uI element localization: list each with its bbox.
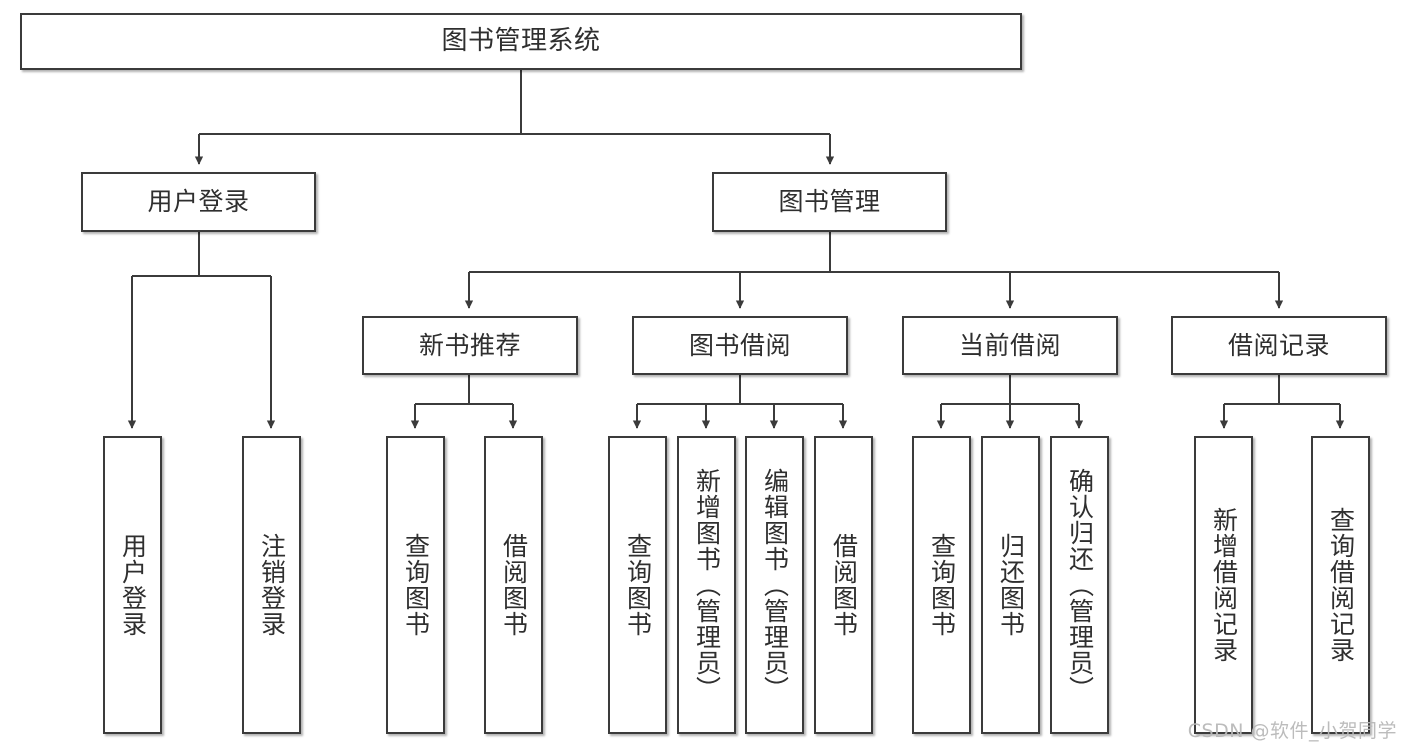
node-root-label: 图书管理系统: [441, 26, 601, 57]
node-new-book-recommend[interactable]: 新书推荐: [362, 316, 578, 375]
node-leaf-user-login-label: 用户登录: [118, 533, 148, 637]
node-current-borrow[interactable]: 当前借阅: [902, 316, 1118, 375]
node-leaf-borrow-book-1[interactable]: 借阅图书: [484, 436, 543, 734]
node-book-manage-label: 图书管理: [778, 187, 881, 217]
node-leaf-edit-book-label: 编辑图书（管理员）: [760, 468, 790, 702]
node-current-borrow-label: 当前借阅: [958, 330, 1061, 360]
node-leaf-confirm-return-label: 确认归还（管理员）: [1065, 468, 1095, 702]
node-leaf-logout-login[interactable]: 注销登录: [242, 436, 301, 734]
node-borrow-record[interactable]: 借阅记录: [1171, 316, 1387, 375]
node-leaf-query-book-3[interactable]: 查询图书: [912, 436, 971, 734]
node-leaf-query-book-1-label: 查询图书: [401, 533, 431, 637]
watermark: CSDN @软件_小贺同学: [1187, 720, 1397, 742]
node-leaf-borrow-book-2[interactable]: 借阅图书: [814, 436, 873, 734]
node-leaf-borrow-book-2-label: 借阅图书: [829, 533, 859, 637]
node-leaf-borrow-book-1-label: 借阅图书: [499, 533, 529, 637]
node-leaf-return-book[interactable]: 归还图书: [981, 436, 1040, 734]
node-book-borrow-label: 图书借阅: [688, 330, 791, 360]
node-leaf-query-record-label: 查询借阅记录: [1326, 507, 1356, 663]
node-leaf-add-book[interactable]: 新增图书（管理员）: [677, 436, 736, 734]
node-leaf-query-book-2[interactable]: 查询图书: [608, 436, 667, 734]
node-leaf-query-book-3-label: 查询图书: [927, 533, 957, 637]
node-leaf-return-book-label: 归还图书: [996, 533, 1026, 637]
node-user-login[interactable]: 用户登录: [81, 172, 316, 232]
node-borrow-record-label: 借阅记录: [1227, 330, 1330, 360]
node-root[interactable]: 图书管理系统: [20, 13, 1022, 70]
node-leaf-add-book-label: 新增图书（管理员）: [692, 468, 722, 702]
node-leaf-query-book-1[interactable]: 查询图书: [386, 436, 445, 734]
node-book-borrow[interactable]: 图书借阅: [632, 316, 848, 375]
node-book-manage[interactable]: 图书管理: [712, 172, 947, 232]
node-leaf-add-record-label: 新增借阅记录: [1209, 507, 1239, 663]
node-user-login-label: 用户登录: [147, 187, 250, 217]
node-leaf-query-book-2-label: 查询图书: [623, 533, 653, 637]
node-leaf-logout-login-label: 注销登录: [257, 533, 287, 637]
node-leaf-user-login[interactable]: 用户登录: [103, 436, 162, 734]
node-new-book-recommend-label: 新书推荐: [418, 330, 521, 360]
node-leaf-add-record[interactable]: 新增借阅记录: [1194, 436, 1253, 734]
node-leaf-confirm-return[interactable]: 确认归还（管理员）: [1050, 436, 1109, 734]
node-leaf-query-record[interactable]: 查询借阅记录: [1311, 436, 1370, 734]
node-leaf-edit-book[interactable]: 编辑图书（管理员）: [745, 436, 804, 734]
